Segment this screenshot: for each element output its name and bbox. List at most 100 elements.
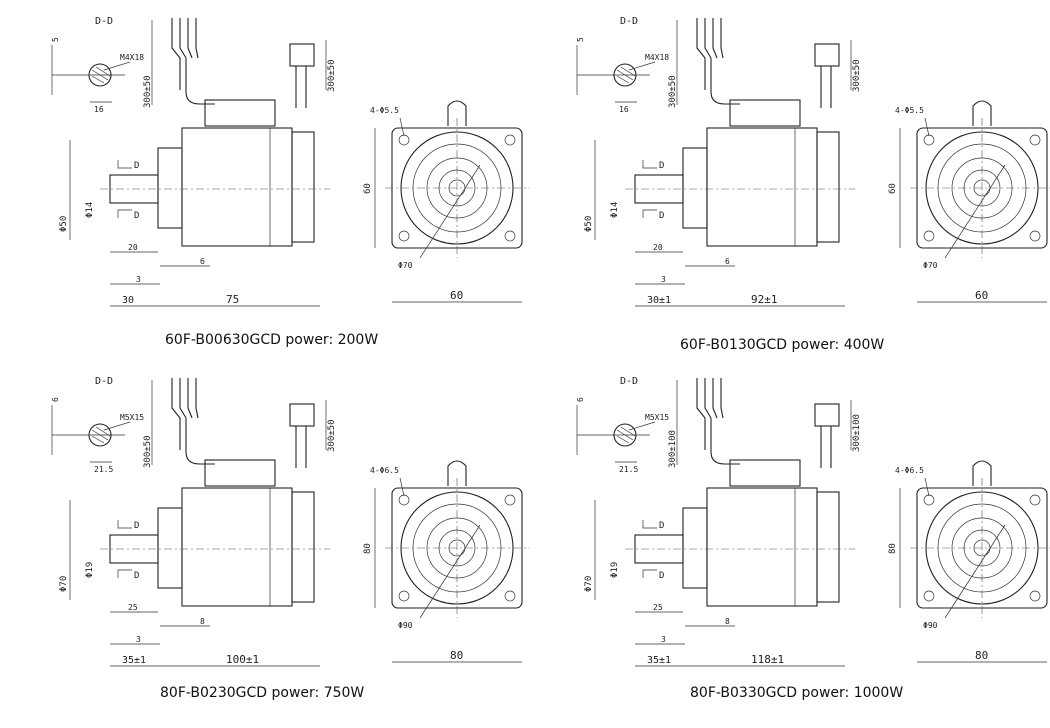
dim-20: 25 (653, 603, 663, 612)
motor-drawing-panel-4: D-D 6 M5X15 21.5 300±100 (525, 360, 1050, 720)
encoder-connector (814, 403, 840, 427)
key-width-text: 5 (51, 37, 60, 42)
shaft-diameter: Φ14 (85, 202, 95, 218)
motor-body (706, 487, 818, 607)
motor-body (706, 127, 818, 247)
bolt-hole-leader (924, 477, 930, 497)
section-label: D-D (620, 16, 638, 27)
side-view: Φ50 Φ14 D D 20 6 3 30±1 (584, 127, 855, 307)
front-flange (682, 147, 708, 229)
rear-cover (816, 131, 840, 243)
bolt-hole-leader (924, 117, 930, 137)
connector-boss (447, 100, 467, 126)
flange-side: 60 (363, 183, 373, 194)
thread-text: M4X18 (645, 53, 669, 62)
motor-drawing-panel-1: D-D 5 M4X18 16 300±50 (0, 0, 530, 360)
thread-leader (628, 421, 656, 431)
model-caption: 60F-B0130GCD power: 400W (680, 337, 885, 353)
model-caption: 80F-B0230GCD power: 750W (160, 685, 365, 701)
shaft-length: 30 (122, 295, 134, 306)
flange-bottom: 60 (450, 289, 463, 302)
cable-clamp (204, 459, 276, 487)
pilot-diameter: Φ50 (584, 216, 594, 232)
cable-bundle: 300±50 300±50 (668, 18, 862, 127)
rear-cover (291, 131, 315, 243)
bolt-hole-bl (923, 590, 935, 602)
section-mark-bottom (117, 209, 132, 218)
power-leads (696, 18, 724, 90)
dim-3: 3 (661, 635, 666, 644)
section-mark-top (642, 160, 657, 169)
cable-length-1: 300±50 (143, 435, 153, 468)
front-view: 4-Φ5.5 Φ70 60 60 (888, 100, 1050, 303)
key-width-text: 6 (51, 397, 60, 402)
key-depth-text: 21.5 (619, 465, 638, 474)
dim-20: 20 (128, 243, 138, 252)
bolt-hole-spec: 4-Φ5.5 (370, 106, 399, 115)
side-view: Φ70 Φ19 D D 25 8 3 35±1 (584, 487, 855, 667)
key-depth-text: 16 (619, 105, 629, 114)
side-view: Φ70 Φ19 D D 25 8 3 35±1 (59, 487, 330, 667)
cable-length-1: 300±50 (668, 75, 678, 108)
body-length: 118±1 (751, 653, 784, 666)
bolt-hole-br (504, 230, 516, 242)
power-leads (171, 18, 199, 90)
motor-drawing: D-D 5 M4X18 16 300±50 (576, 16, 1050, 307)
front-view: 4-Φ5.5 Φ70 60 60 (363, 100, 530, 303)
cable-bundle: 300±50 300±50 (143, 18, 337, 127)
encoder-connector (289, 43, 315, 67)
cable-length-1: 300±50 (143, 75, 153, 108)
cable-clamp (729, 99, 801, 127)
flange-bottom: 80 (450, 649, 463, 662)
encoder-cable (820, 66, 832, 108)
bolt-hole-tl (398, 134, 410, 146)
encoder-connector (289, 403, 315, 427)
cable-length-2: 300±50 (852, 59, 862, 92)
cable-length-2: 300±50 (327, 419, 337, 452)
bolt-hole-spec: 4-Φ6.5 (895, 466, 924, 475)
section-view: D-D 5 M4X18 16 (51, 16, 144, 114)
power-leads (696, 378, 724, 450)
front-flange (157, 507, 183, 589)
pcd-leader (419, 164, 481, 259)
shaft-length: 30±1 (647, 295, 671, 306)
dim-6: 6 (725, 257, 730, 266)
section-mark-top-label: D (659, 521, 664, 531)
flange-side: 80 (363, 543, 373, 554)
encoder-connector (814, 43, 840, 67)
body-length: 92±1 (751, 293, 778, 306)
bolt-hole-tl (923, 494, 935, 506)
connector-boss (972, 460, 992, 486)
key-depth-text: 16 (94, 105, 104, 114)
model-caption: 60F-B00630GCD power: 200W (165, 332, 379, 348)
bolt-hole-tr (504, 494, 516, 506)
section-mark-bottom (642, 209, 657, 218)
power-cable (185, 418, 215, 465)
motor-body (181, 487, 293, 607)
bolt-hole-bl (398, 230, 410, 242)
motor-drawing: D-D 5 M4X18 16 300±50 (51, 16, 530, 307)
thread-text: M5X15 (120, 413, 144, 422)
shaft-length: 35±1 (122, 655, 146, 666)
section-mark-bottom-label: D (134, 571, 139, 581)
power-cable (710, 58, 740, 105)
section-view: D-D 6 M5X15 21.5 (51, 376, 144, 474)
power-leads (171, 378, 199, 450)
section-mark-top-label: D (659, 161, 664, 171)
section-mark-bottom (642, 569, 657, 578)
bolt-hole-tl (398, 494, 410, 506)
thread-leader (103, 61, 131, 71)
flange-bottom: 60 (975, 289, 988, 302)
thread-text: M4X18 (120, 53, 144, 62)
shaft-diameter: Φ19 (85, 562, 95, 578)
pcd-spec: Φ70 (923, 261, 938, 270)
cable-clamp (729, 459, 801, 487)
rear-cover (816, 491, 840, 603)
bolt-hole-leader (399, 477, 405, 497)
thread-text: M5X15 (645, 413, 669, 422)
motor-drawing: D-D 6 M5X15 21.5 300±50 (51, 376, 530, 667)
shaft-length: 35±1 (647, 655, 671, 666)
shaft-diameter: Φ14 (610, 202, 620, 218)
cable-bundle: 300±100 300±100 (668, 378, 862, 487)
section-mark-bottom-label: D (134, 211, 139, 221)
